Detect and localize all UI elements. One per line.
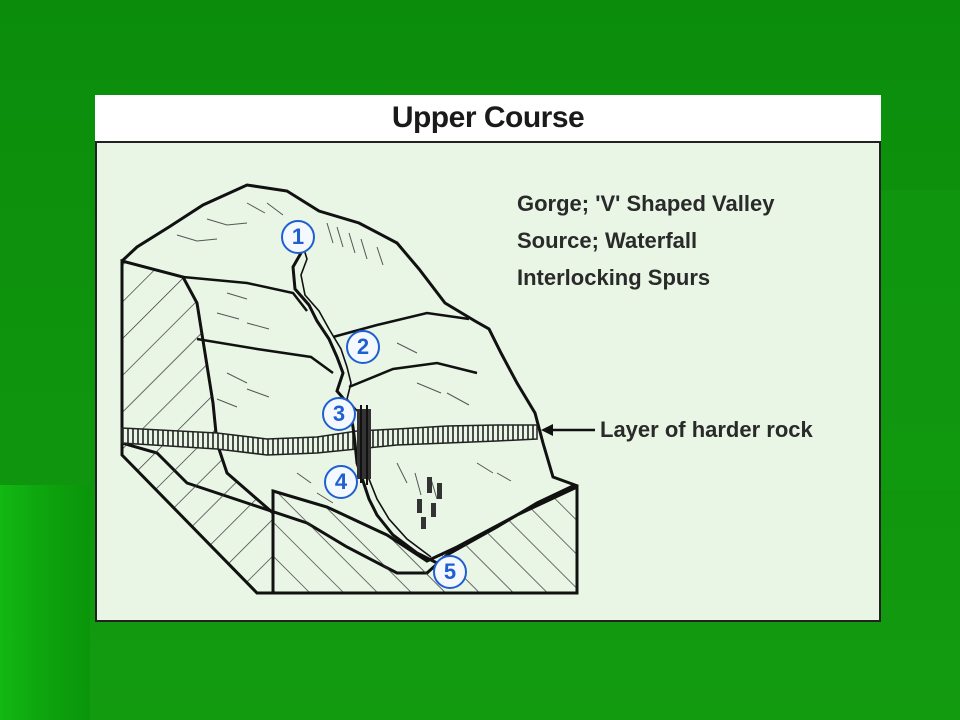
harder-rock-label: Layer of harder rock [600, 417, 813, 442]
front-rock-face [271, 484, 579, 595]
rock-label-arrowhead [541, 424, 553, 436]
spur-left-2 [196, 337, 334, 375]
harder-rock-band [121, 424, 538, 456]
boulders [417, 477, 442, 529]
marker-4: 4 [324, 465, 358, 499]
spur-left-1 [182, 275, 308, 312]
waterfall [357, 409, 371, 479]
marker-5: 5 [433, 555, 467, 589]
diagram-slide: Upper Course [95, 95, 881, 622]
feature-legend: Gorge; 'V' Shaped Valley Source; Waterfa… [517, 185, 774, 296]
background-accent-left [0, 485, 90, 720]
page-title: Upper Course [95, 95, 881, 141]
legend-item-source: Source; Waterfall [517, 228, 698, 253]
marker-2: 2 [346, 330, 380, 364]
terrain-texture [176, 202, 512, 504]
river-bank [300, 242, 432, 558]
spur-right-2 [348, 361, 478, 389]
legend-item-gorge: Gorge; 'V' Shaped Valley [517, 191, 775, 216]
diagram-panel: Gorge; 'V' Shaped Valley Source; Waterfa… [95, 141, 881, 622]
left-rock-face [120, 259, 275, 595]
background-accent-right [880, 190, 960, 490]
legend-item-spurs: Interlocking Spurs [517, 265, 711, 290]
marker-3: 3 [322, 397, 356, 431]
marker-1: 1 [281, 220, 315, 254]
